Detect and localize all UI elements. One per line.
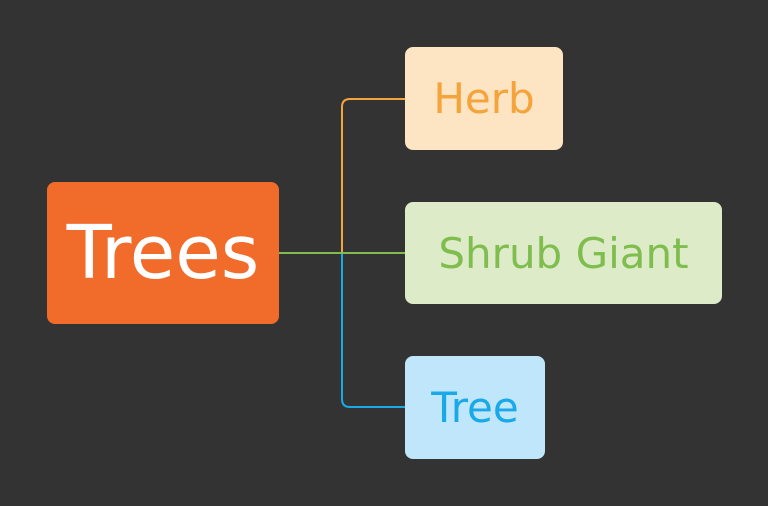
subtopic-node-shrub-giant[interactable]: Shrub Giant	[405, 202, 722, 304]
subtopic-label-tree: Tree	[431, 383, 519, 432]
subtopic-label-shrub-giant: Shrub Giant	[438, 228, 689, 278]
subtopic-label-herb: Herb	[433, 74, 535, 123]
connector-herb	[279, 98, 405, 254]
subtopic-node-herb[interactable]: Herb	[405, 47, 563, 150]
connector-tree	[279, 252, 405, 408]
root-topic-node[interactable]: Trees	[47, 182, 279, 324]
root-topic-label: Trees	[66, 210, 260, 296]
subtopic-node-tree[interactable]: Tree	[405, 356, 545, 459]
